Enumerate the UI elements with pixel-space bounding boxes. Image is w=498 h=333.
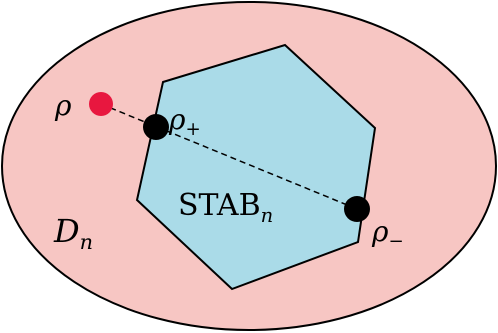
- stabilizer-polytope: [135, 43, 377, 291]
- rho-minus-sub: −: [388, 231, 404, 253]
- state-rho-point: [89, 92, 113, 116]
- stab-base: STAB: [178, 188, 261, 223]
- dn-label: Dn: [54, 212, 93, 253]
- rho-plus-base: ρ: [169, 103, 186, 136]
- dn-sub: n: [79, 230, 94, 255]
- rho-plus-sub: +: [185, 119, 201, 141]
- state-rho-plus-point: [143, 114, 169, 140]
- dashed-line-through-states: [100, 103, 358, 210]
- stab-sub: n: [260, 203, 274, 227]
- rho-label: ρ: [55, 89, 72, 122]
- rho-minus-label: ρ−: [372, 215, 404, 251]
- rho-minus-base: ρ: [372, 215, 389, 248]
- stab-label: STABn: [178, 188, 273, 226]
- dn-base: D: [54, 212, 80, 250]
- rho-plus-label: ρ+: [169, 103, 201, 139]
- state-rho-minus-point: [344, 196, 370, 222]
